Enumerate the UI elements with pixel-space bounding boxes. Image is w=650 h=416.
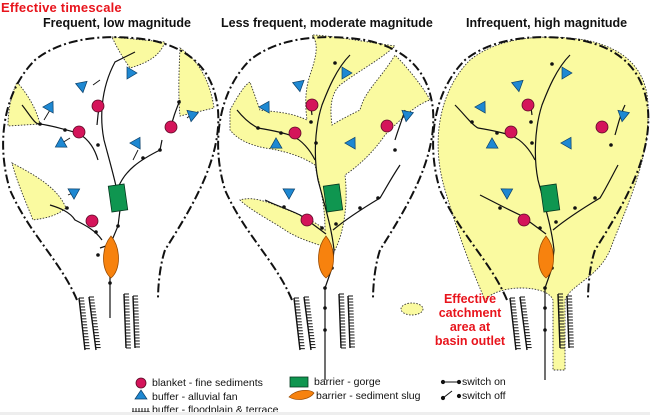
- blanket-icon: [288, 126, 302, 140]
- blanket-icon: [91, 99, 105, 113]
- effective-catchment-corridor: [229, 34, 431, 251]
- orange-leaf-icon: [288, 390, 315, 400]
- panel-title-less-frequent: Less frequent, moderate magnitude: [221, 16, 433, 30]
- floodplain-terrace-icon: [509, 293, 574, 351]
- panel-title-frequent: Frequent, low magnitude: [43, 16, 191, 30]
- alluvial-fan-icon: [73, 77, 88, 93]
- switch-off-icon: [440, 390, 462, 401]
- alluvial-fan-icon: [126, 66, 138, 80]
- figure-title: Effective timescale: [1, 0, 122, 15]
- panel-less-frequent: [217, 34, 435, 380]
- effective-catchment-annotation: Effective catchment area at basin outlet: [420, 292, 520, 348]
- blanket-icon: [305, 98, 319, 112]
- legend-icons: [132, 376, 462, 413]
- annotation-line: catchment: [438, 306, 502, 320]
- legend-label-alluvial-fan: buffer - alluvial fan: [152, 391, 238, 403]
- effective-catchment-legend-icon: [400, 302, 424, 316]
- switch-on-icon: [440, 379, 462, 385]
- gorge-icon: [107, 183, 129, 213]
- blanket-icon: [85, 214, 99, 228]
- alluvial-fan-icon: [67, 183, 84, 200]
- legend-label-switch-on: switch on: [462, 376, 506, 388]
- panel-title-infrequent: Infrequent, high magnitude: [466, 16, 628, 30]
- sediment-slug-icon: [103, 235, 119, 279]
- floodplain-terrace-icon: [293, 293, 355, 351]
- alluvial-fan-icon: [42, 97, 59, 114]
- effective-catchment-patch: [178, 47, 215, 117]
- legend-label-sediment-slug: barrier - sediment slug: [316, 390, 421, 402]
- blanket-icon: [595, 120, 609, 134]
- blanket-icon: [521, 98, 535, 112]
- footer-bar: [0, 412, 650, 415]
- blanket-icon: [504, 125, 518, 139]
- legend-label-blanket: blanket - fine sediments: [152, 377, 263, 389]
- legend-label-gorge: barrier - gorge: [314, 376, 381, 388]
- alluvial-fan-icon: [282, 183, 299, 200]
- blanket-icon: [517, 213, 531, 227]
- annotation-line: Effective: [443, 292, 497, 306]
- basin-boundary: [2, 36, 220, 301]
- effective-catchment-patch: [7, 81, 41, 127]
- alluvial-fan-icon: [51, 136, 68, 153]
- floodplain-terrace-icon: [78, 293, 140, 351]
- blue-triangle-icon: [134, 389, 148, 400]
- panel-frequent: [2, 36, 220, 351]
- legend-label-switch-off: switch off: [462, 390, 506, 402]
- gorge-icon: [539, 183, 561, 213]
- basin-boundary: [432, 36, 650, 301]
- effective-catchment-patch: [111, 36, 166, 69]
- gorge-icon: [322, 183, 344, 213]
- blanket-icon: [72, 125, 86, 139]
- blanket-icon: [164, 120, 178, 134]
- panel-infrequent: [432, 36, 650, 380]
- annotation-line: area at: [449, 320, 491, 334]
- alluvial-fan-icon: [290, 76, 305, 92]
- blanket-icon: [380, 119, 394, 133]
- magenta-circle-icon: [135, 377, 147, 389]
- basin-boundary: [217, 36, 435, 301]
- blanket-icon: [300, 213, 314, 227]
- alluvial-fan-icon: [129, 133, 146, 150]
- green-rectangle-icon: [289, 376, 309, 388]
- annotation-line: basin outlet: [434, 334, 506, 348]
